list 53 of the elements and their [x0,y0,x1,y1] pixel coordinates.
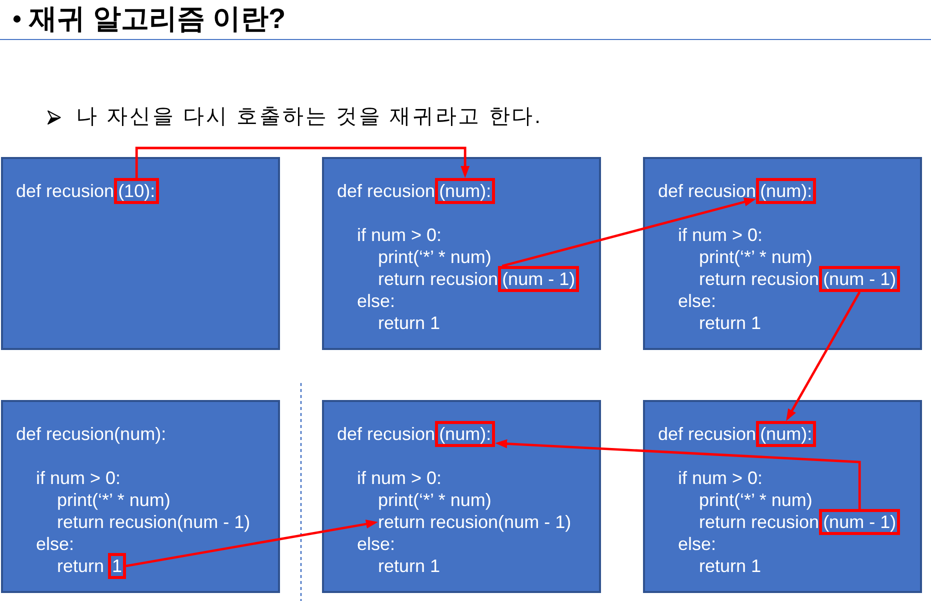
arrow [135,146,470,178]
highlighted-code: (num): [756,421,816,447]
code-text: else: [357,292,396,310]
code-text: def recusion [658,182,756,200]
title: 재귀 알고리즘 이란? [29,2,286,36]
highlighted-code: (10): [114,178,160,204]
code-text: return recusion [378,270,498,288]
highlighted-code: (num - 1) [819,266,900,292]
code-text: def recusion [337,182,436,200]
code-box [322,157,601,350]
highlighted-code: (num): [435,178,496,204]
code-box [1,157,280,350]
code-text: else: [36,535,74,553]
code-text: def recusion [658,425,756,443]
code-text: else: [678,535,716,553]
code-text: return recusion(num - 1) [378,513,572,531]
code-text: if num > 0: [357,469,442,487]
code-text: return recusion [699,270,820,288]
code-box [322,400,601,593]
code-text: return 1 [378,314,440,332]
arrow [786,291,861,421]
code-text: if num > 0: [357,226,442,244]
code-text: else: [678,292,716,310]
arrow [495,439,861,509]
code-text: if num > 0: [678,226,763,244]
highlighted-code: (num - 1) [498,266,580,292]
arrow [126,520,378,568]
arrow [502,198,756,268]
highlighted-code: (num): [756,178,816,204]
highlighted-code: (num - 1) [819,509,900,535]
code-text: return recusion [699,513,820,531]
code-text: return recusion(num - 1) [57,513,250,531]
code-box [643,157,922,350]
bullet-text: 나 자신을 다시 호출하는 것을 재귀라고 한다. [76,104,542,130]
code-text: return 1 [699,314,762,332]
code-text: print(‘*’ * num) [57,491,170,509]
code-text: print(‘*’ * num) [378,491,492,509]
code-text: return 1 [378,557,440,575]
highlighted-code: 1 [108,553,126,579]
code-box [643,400,922,593]
code-text: print(‘*’ * num) [699,248,812,266]
code-text: else: [357,535,396,553]
code-text: def recusion [337,425,436,443]
code-text: def recusion [16,182,114,200]
code-text: return [57,557,104,575]
code-text: def recusion(num): [16,425,166,443]
code-text: if num > 0: [678,469,763,487]
code-text: return 1 [699,557,762,575]
code-text: print(‘*’ * num) [378,248,492,266]
highlighted-code: (num): [435,421,496,447]
code-box [1,400,280,593]
code-text: if num > 0: [36,469,121,487]
code-text: print(‘*’ * num) [699,491,812,509]
